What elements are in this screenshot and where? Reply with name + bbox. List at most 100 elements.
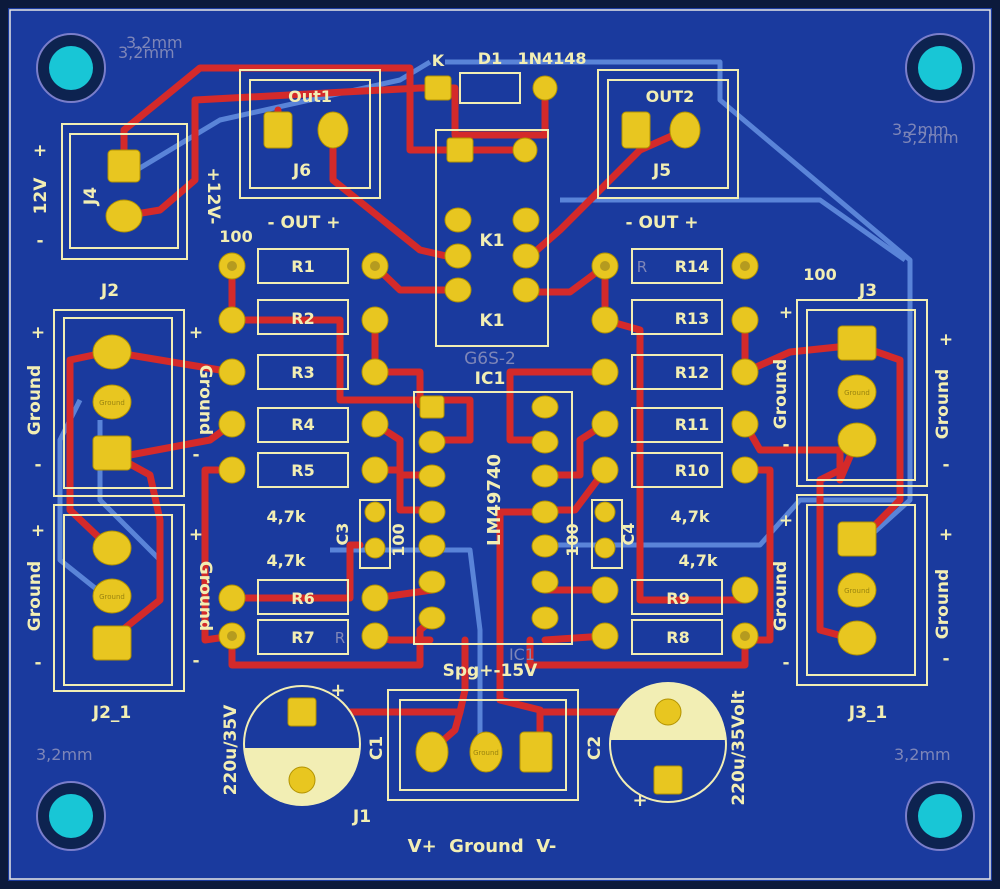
pad-drills: [227, 261, 750, 641]
silkscreen-text: 3,2mm 3,2mm 3,2mm 3,2mm 3,2mm 3,2mm K D1…: [25, 33, 959, 857]
j3-1-ground-left: Ground: [771, 561, 791, 631]
relay-value: G6S-2: [464, 349, 516, 369]
mount-label-tl: 3,2mm: [118, 43, 175, 62]
r5-ref: R5: [291, 461, 314, 480]
pad-label-ground-j3: Ground: [844, 389, 870, 397]
ic-supply: Spg+-15V: [443, 661, 539, 681]
j3-1-plus-left: +: [779, 511, 793, 531]
c1-plus: +: [330, 680, 345, 701]
r6-ref: R6: [291, 589, 314, 608]
j1-ref: J1: [352, 807, 371, 827]
r3-ref: R3: [291, 363, 314, 382]
c1-ref: C1: [367, 736, 387, 760]
r13-ref: R13: [675, 309, 710, 328]
diode-value: 1N4148: [517, 49, 586, 68]
r7-ref: R7: [291, 628, 314, 647]
pad-label-ground-j2: Ground: [99, 399, 125, 407]
j2-1-plus-left: +: [31, 521, 45, 541]
r2-ref: R2: [291, 309, 314, 328]
j3-1-ground-right: Ground: [933, 569, 953, 639]
pad-text: Ground Ground Ground Ground Ground: [99, 389, 870, 757]
j4-plus: +: [33, 141, 47, 161]
out1-ref: J6: [292, 161, 311, 181]
board-outline: [9, 9, 991, 880]
relay-ref-bottom: K1: [479, 311, 504, 331]
j2-1-minus-left: -: [34, 653, 41, 673]
j3-plus-left: +: [779, 303, 793, 323]
j2-1-minus-right: -: [192, 651, 199, 671]
j4-ref: J4: [81, 187, 101, 206]
j2-plus-left: +: [31, 323, 45, 343]
j1-label: V+ Ground V-: [408, 836, 557, 857]
c2-ref: C2: [585, 736, 605, 760]
out1-name: Out1: [288, 87, 332, 106]
pads: [92, 75, 877, 795]
j2-ref: J2: [100, 281, 119, 301]
mount-label-tr: 3,2mm: [902, 128, 959, 147]
pad-label-ground-j3-1: Ground: [844, 587, 870, 595]
ic-ref-ghost: IC1: [509, 645, 535, 664]
r10-ref: R10: [675, 461, 710, 480]
out2-name: OUT2: [646, 87, 695, 106]
diode-cathode-label: K: [432, 51, 445, 70]
j2-1-ground-right: Ground: [195, 561, 215, 631]
c1-value: 220u/35V: [221, 704, 241, 795]
r-value-4k7-d: 4,7k: [679, 551, 718, 570]
r4-ref: R4: [291, 415, 314, 434]
r8-ref: R8: [666, 628, 689, 647]
j3-minus-left: -: [782, 435, 789, 455]
r-value-100-right: 100: [803, 265, 836, 284]
r-value-100-left: 100: [219, 227, 252, 246]
j3-1-plus-right: +: [939, 525, 953, 545]
r7-ghost: R: [335, 629, 345, 647]
diode-ref: D1: [478, 49, 502, 68]
r-value-4k7-a: 4,7k: [267, 507, 306, 526]
mount-label-tr-ghost: 3,2mm: [892, 120, 949, 139]
ic-ref: IC1: [475, 369, 506, 389]
r11-ref: R11: [675, 415, 710, 434]
j3-ground-left: Ground: [771, 359, 791, 429]
j4-minus: -: [36, 231, 43, 251]
mount-label-br: 3,2mm: [894, 745, 951, 764]
j2-plus-right: +: [189, 323, 203, 343]
pad-label-ground-j1: Ground: [473, 749, 499, 757]
relay-ref: K1: [479, 231, 504, 251]
c4-value: 100: [563, 523, 582, 556]
j3-minus-right: -: [942, 455, 949, 475]
j3-1-minus-right: -: [942, 649, 949, 669]
c2-plus: +: [632, 790, 647, 811]
j3-ref: J3: [858, 281, 877, 301]
j2-minus-left: -: [34, 455, 41, 475]
j2-1-plus-right: +: [189, 525, 203, 545]
r1-ref: R1: [291, 257, 314, 276]
j3-1-minus-left: -: [782, 653, 789, 673]
j4-alt: +12V-: [203, 168, 223, 225]
c4-ref: C4: [619, 523, 638, 546]
r-value-4k7-c: 4,7k: [671, 507, 710, 526]
j2-ground-right: Ground: [195, 365, 215, 435]
c2-value: 220u/35Volt: [729, 690, 749, 805]
r-value-4k7-b: 4,7k: [267, 551, 306, 570]
j2-minus-right: -: [192, 445, 199, 465]
out2-polarity: - OUT +: [626, 213, 699, 233]
r9-ref: R9: [666, 589, 689, 608]
pad-label-ground-j2-1: Ground: [99, 593, 125, 601]
mounting-holes: [36, 33, 975, 851]
j3-ground-right: Ground: [933, 369, 953, 439]
c3-value: 100: [389, 523, 408, 556]
j3-1-ref: J3_1: [848, 703, 887, 723]
ic-value: LM49740: [484, 454, 505, 546]
r14-ghost: R: [637, 258, 647, 276]
mount-label-tl-ghost: 3,2mm: [126, 33, 183, 52]
j4-voltage: 12V: [31, 177, 51, 215]
silkscreen-outlines: [53, 69, 928, 801]
mount-label-bl: 3,2mm: [36, 745, 93, 764]
j2-1-ref: J2_1: [92, 703, 131, 723]
j3-plus-right: +: [939, 330, 953, 350]
j2-1-ground-left: Ground: [25, 561, 45, 631]
j2-ground-left: Ground: [25, 365, 45, 435]
out2-ref: J5: [652, 161, 671, 181]
r14-ref: R14: [675, 257, 710, 276]
c3-ref: C3: [333, 523, 352, 546]
out1-polarity: - OUT +: [268, 213, 341, 233]
